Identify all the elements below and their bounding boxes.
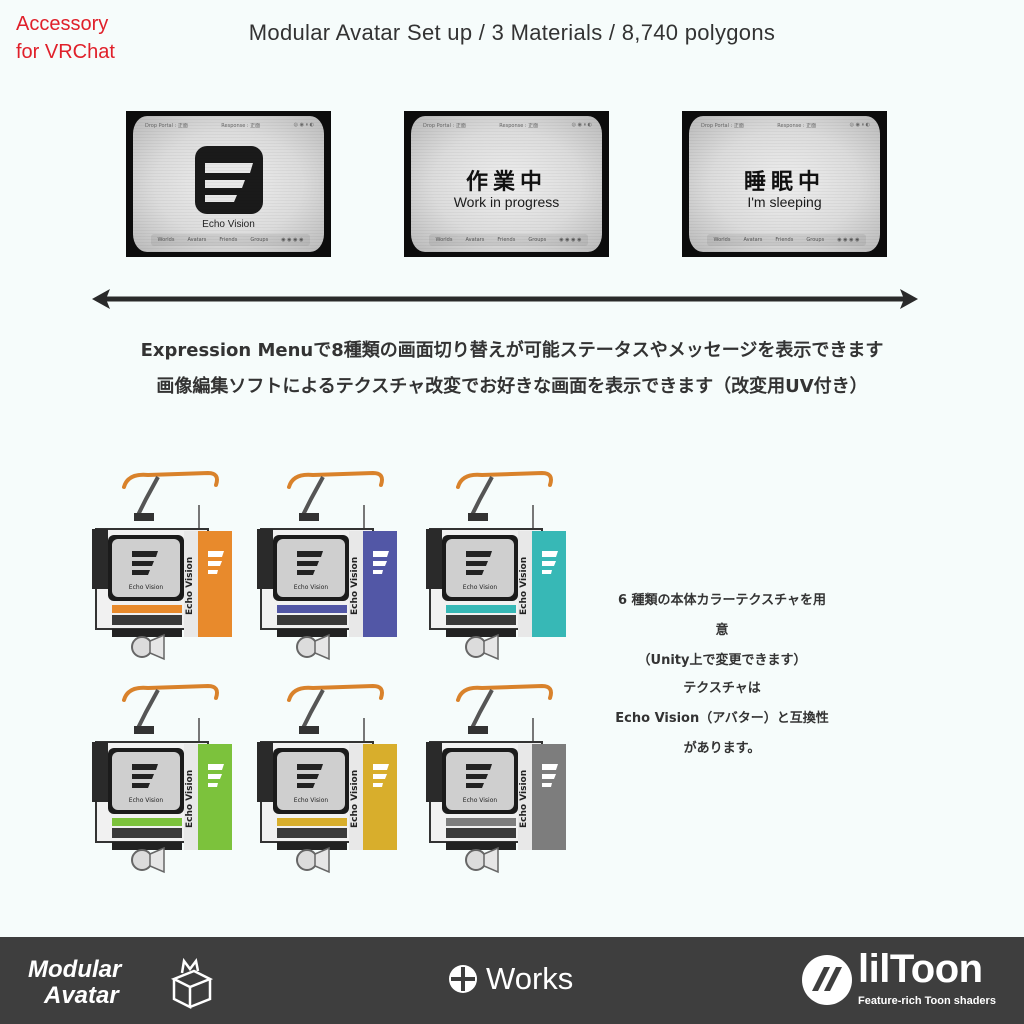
nav-icons: ◉ ◉ ◉ ◉ (837, 237, 860, 243)
device-variant: Echo Vision Echo Vision (253, 465, 423, 665)
svg-text:Echo Vision: Echo Vision (294, 584, 329, 591)
screen-nav-bar: Worlds Avatars Friends Groups ◉ ◉ ◉ ◉ (151, 234, 310, 246)
nav-friends: Friends (497, 237, 516, 243)
svg-text:Echo Vision: Echo Vision (129, 797, 164, 804)
svg-text:Echo Vision: Echo Vision (129, 584, 164, 591)
accessory-tag: Accessory for VRChat (16, 10, 115, 66)
screen-top-mid-text: Response : 正面 (777, 123, 817, 129)
svg-text:Echo Vision: Echo Vision (463, 584, 498, 591)
works-logo: Works (448, 959, 573, 999)
echo-vision-logo-icon (194, 146, 263, 214)
nav-worlds: Worlds (157, 237, 175, 243)
nav-avatars: Avatars (743, 237, 763, 243)
nav-icons: ◉ ◉ ◉ ◉ (281, 237, 304, 243)
page-title: Modular Avatar Set up / 3 Materials / 8,… (248, 20, 776, 45)
screen-top-left-text: Drop Portal : 正面 (145, 123, 188, 129)
device-variant: Echo Vision Echo Vision (253, 678, 423, 878)
svg-text:Echo Vision: Echo Vision (519, 770, 529, 828)
footer-bar: Modular Avatar Works lilToon Feature-ric… (0, 937, 1024, 1024)
nav-worlds: Worlds (713, 237, 731, 243)
description-line-2: 画像編集ソフトによるテクスチャ改変でお好きな画面を表示できます（改変用UV付き） (156, 376, 868, 397)
nav-friends: Friends (219, 237, 238, 243)
screen-top-icons: ◎ ◉ ⏸ ◐ (571, 122, 592, 128)
nav-avatars: Avatars (465, 237, 485, 243)
screen-top-icons: ◎ ◉ ⏸ ◐ (293, 122, 314, 128)
nav-groups: Groups (806, 237, 825, 243)
modular-avatar-logo: Modular Avatar (28, 956, 214, 1009)
modular-text: Modular (28, 956, 123, 983)
works-plus-icon (449, 965, 477, 993)
screen-top-left-text: Drop Portal : 正面 (701, 123, 744, 129)
screen-nav-bar: Worlds Avatars Friends Groups ◉ ◉ ◉ ◉ (707, 234, 866, 246)
screen-top-icons: ◎ ◉ ⏸ ◐ (849, 122, 870, 128)
screen-top-mid-text: Response : 正面 (499, 123, 539, 129)
svg-text:Echo Vision: Echo Vision (519, 557, 529, 615)
svg-text:Echo Vision: Echo Vision (350, 557, 360, 615)
side-note-line-2: （Unity上で変更できます） (637, 653, 807, 668)
svg-text:Echo Vision: Echo Vision (350, 770, 360, 828)
screen-jp-status: 作業中 (465, 170, 547, 195)
nav-icons: ◉ ◉ ◉ ◉ (559, 237, 582, 243)
side-notes-colors: 6 種類の本体カラーテクスチャを用意 （Unity上で変更できます） (612, 586, 832, 676)
side-note-line-4: Echo Vision（アバター）と互換性があります。 (615, 711, 829, 756)
svg-text:Echo Vision: Echo Vision (463, 797, 498, 804)
nav-groups: Groups (528, 237, 547, 243)
device-variant: Echo Vision Echo Vision (88, 678, 258, 878)
liltoon-title: lilToon (858, 947, 983, 991)
screen-preview-logo: Drop Portal : 正面 Response : 正面 ◎ ◉ ⏸ ◐ E… (126, 111, 331, 257)
nav-groups: Groups (250, 237, 269, 243)
side-note-line-3: テクスチャは (683, 681, 761, 696)
liltoon-logo: lilToon Feature-rich Toon shaders (800, 947, 1010, 1015)
nav-worlds: Worlds (435, 237, 453, 243)
liltoon-subtitle: Feature-rich Toon shaders (858, 995, 996, 1007)
description-line-1: Expression Menuで8種類の画面切り替えが可能ステータスやメッセージ… (140, 340, 884, 361)
screen-en-status: Work in progress (453, 194, 560, 210)
screen-top-left-text: Drop Portal : 正面 (423, 123, 466, 129)
nav-avatars: Avatars (187, 237, 207, 243)
device-variant: Echo Vision Echo Vision (88, 465, 258, 665)
tag-line-1: Accessory (16, 13, 109, 35)
screen-top-mid-text: Response : 正面 (221, 123, 261, 129)
double-arrow-icon (92, 289, 918, 309)
svg-text:Echo Vision: Echo Vision (185, 557, 195, 615)
works-text: Works (486, 961, 574, 996)
liltoon-emblem-icon (802, 955, 852, 1005)
box-cat-icon (170, 957, 214, 1009)
screen-nav-bar: Worlds Avatars Friends Groups ◉ ◉ ◉ ◉ (429, 234, 588, 246)
device-variant: Echo Vision Echo Vision (422, 465, 592, 665)
svg-text:Echo Vision: Echo Vision (294, 797, 329, 804)
screen-jp-status: 睡眠中 (743, 170, 825, 195)
screen-en-status: I'm sleeping (747, 194, 822, 210)
side-notes-compat: テクスチャは Echo Vision（アバター）と互換性があります。 (612, 674, 832, 764)
side-note-line-1: 6 種類の本体カラーテクスチャを用意 (617, 593, 827, 638)
device-variant: Echo Vision Echo Vision (422, 678, 592, 878)
avatar-text: Avatar (43, 982, 120, 1009)
screen-preview-sleeping: Drop Portal : 正面 Response : 正面 ◎ ◉ ⏸ ◐ 睡… (682, 111, 887, 257)
tag-line-2: for VRChat (16, 41, 115, 63)
screen-preview-work: Drop Portal : 正面 Response : 正面 ◎ ◉ ⏸ ◐ 作… (404, 111, 609, 257)
screen-logo-text: Echo Vision (202, 219, 255, 230)
nav-friends: Friends (775, 237, 794, 243)
svg-text:Echo Vision: Echo Vision (185, 770, 195, 828)
